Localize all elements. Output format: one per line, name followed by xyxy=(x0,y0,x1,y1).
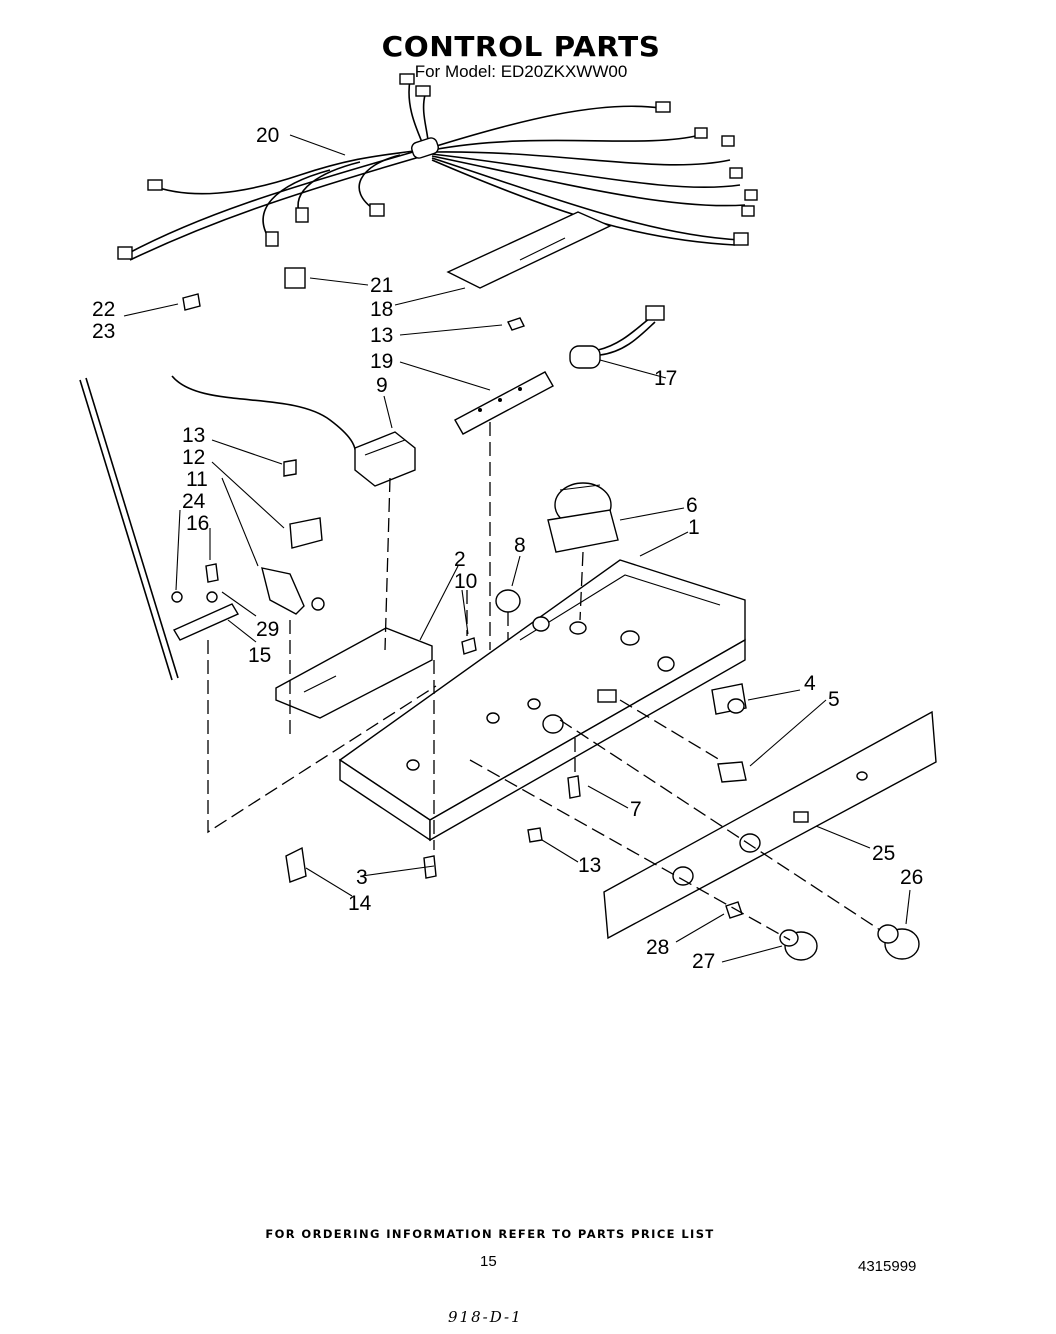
callout-5: 5 xyxy=(828,688,840,711)
callout-16: 16 xyxy=(186,512,209,535)
callout-13: 13 xyxy=(578,854,601,877)
callout-27: 27 xyxy=(692,950,715,973)
knob-26 xyxy=(877,924,920,960)
page-title: CONTROL PARTS xyxy=(381,30,661,63)
callout-2: 2 xyxy=(454,548,466,571)
callout-4: 4 xyxy=(804,672,816,695)
callout-12: 12 xyxy=(182,446,205,469)
light-socket-8 xyxy=(495,589,521,613)
screw-13-bottom xyxy=(527,827,543,843)
callout-18: 18 xyxy=(370,298,393,321)
callout-17: 17 xyxy=(654,367,677,390)
callout-19: 19 xyxy=(370,350,393,373)
callout-10: 10 xyxy=(454,570,477,593)
defrost-timer-6 xyxy=(547,482,619,553)
control-housing-1 xyxy=(338,559,746,842)
leader-arrows xyxy=(123,134,911,963)
document-number: 4315999 xyxy=(858,1258,917,1275)
callout-8: 8 xyxy=(514,534,526,557)
screw-7 xyxy=(567,775,581,799)
model-line: For Model: ED20ZKXWW00 xyxy=(414,62,628,81)
callout-13: 13 xyxy=(182,424,205,447)
callout-7: 7 xyxy=(630,798,642,821)
callout-26: 26 xyxy=(900,866,923,889)
callout-22: 22 xyxy=(92,298,115,321)
callout-6: 6 xyxy=(686,494,698,517)
page-number: 15 xyxy=(480,1253,497,1270)
bracket-2 xyxy=(275,627,433,719)
callout-11: 11 xyxy=(186,468,208,491)
rod-23 xyxy=(79,379,173,681)
assembly-lines xyxy=(207,422,881,941)
callout-24: 24 xyxy=(182,490,206,513)
knob-27 xyxy=(779,929,818,961)
ordering-note: FOR ORDERING INFORMATION REFER TO PARTS … xyxy=(265,1227,715,1241)
thermostat-9 xyxy=(171,375,416,487)
callout-20: 20 xyxy=(256,124,279,147)
switch-4 xyxy=(711,683,747,715)
clip-22 xyxy=(182,293,201,311)
callout-21: 21 xyxy=(370,274,393,297)
callout-15: 15 xyxy=(248,644,271,667)
clip-14 xyxy=(285,846,307,883)
cover-plate xyxy=(446,211,612,289)
callout-13: 13 xyxy=(370,324,393,347)
screw-13-top xyxy=(507,317,525,331)
callout-25: 25 xyxy=(872,842,895,865)
callout-28: 28 xyxy=(646,936,669,959)
handwritten-reference: 918-D-1 xyxy=(448,1308,523,1326)
switch-5 xyxy=(717,761,747,783)
callout-3: 3 xyxy=(356,866,368,889)
clip-28 xyxy=(725,901,743,919)
callout-29: 29 xyxy=(256,618,279,641)
screw-10 xyxy=(461,637,477,655)
callout-14: 14 xyxy=(348,892,372,915)
callout-labels: 20 21 18 13 19 17 22 23 9 13 12 11 24 16… xyxy=(92,124,923,973)
control-console-25 xyxy=(603,710,937,940)
clip-21 xyxy=(284,267,306,289)
wire-harness xyxy=(117,73,758,261)
heater-19 xyxy=(454,371,554,435)
callout-23: 23 xyxy=(92,320,115,343)
capacitor-17 xyxy=(569,305,665,369)
callout-9: 9 xyxy=(376,374,388,397)
damper-linkage xyxy=(171,459,325,641)
callout-1: 1 xyxy=(688,516,700,539)
